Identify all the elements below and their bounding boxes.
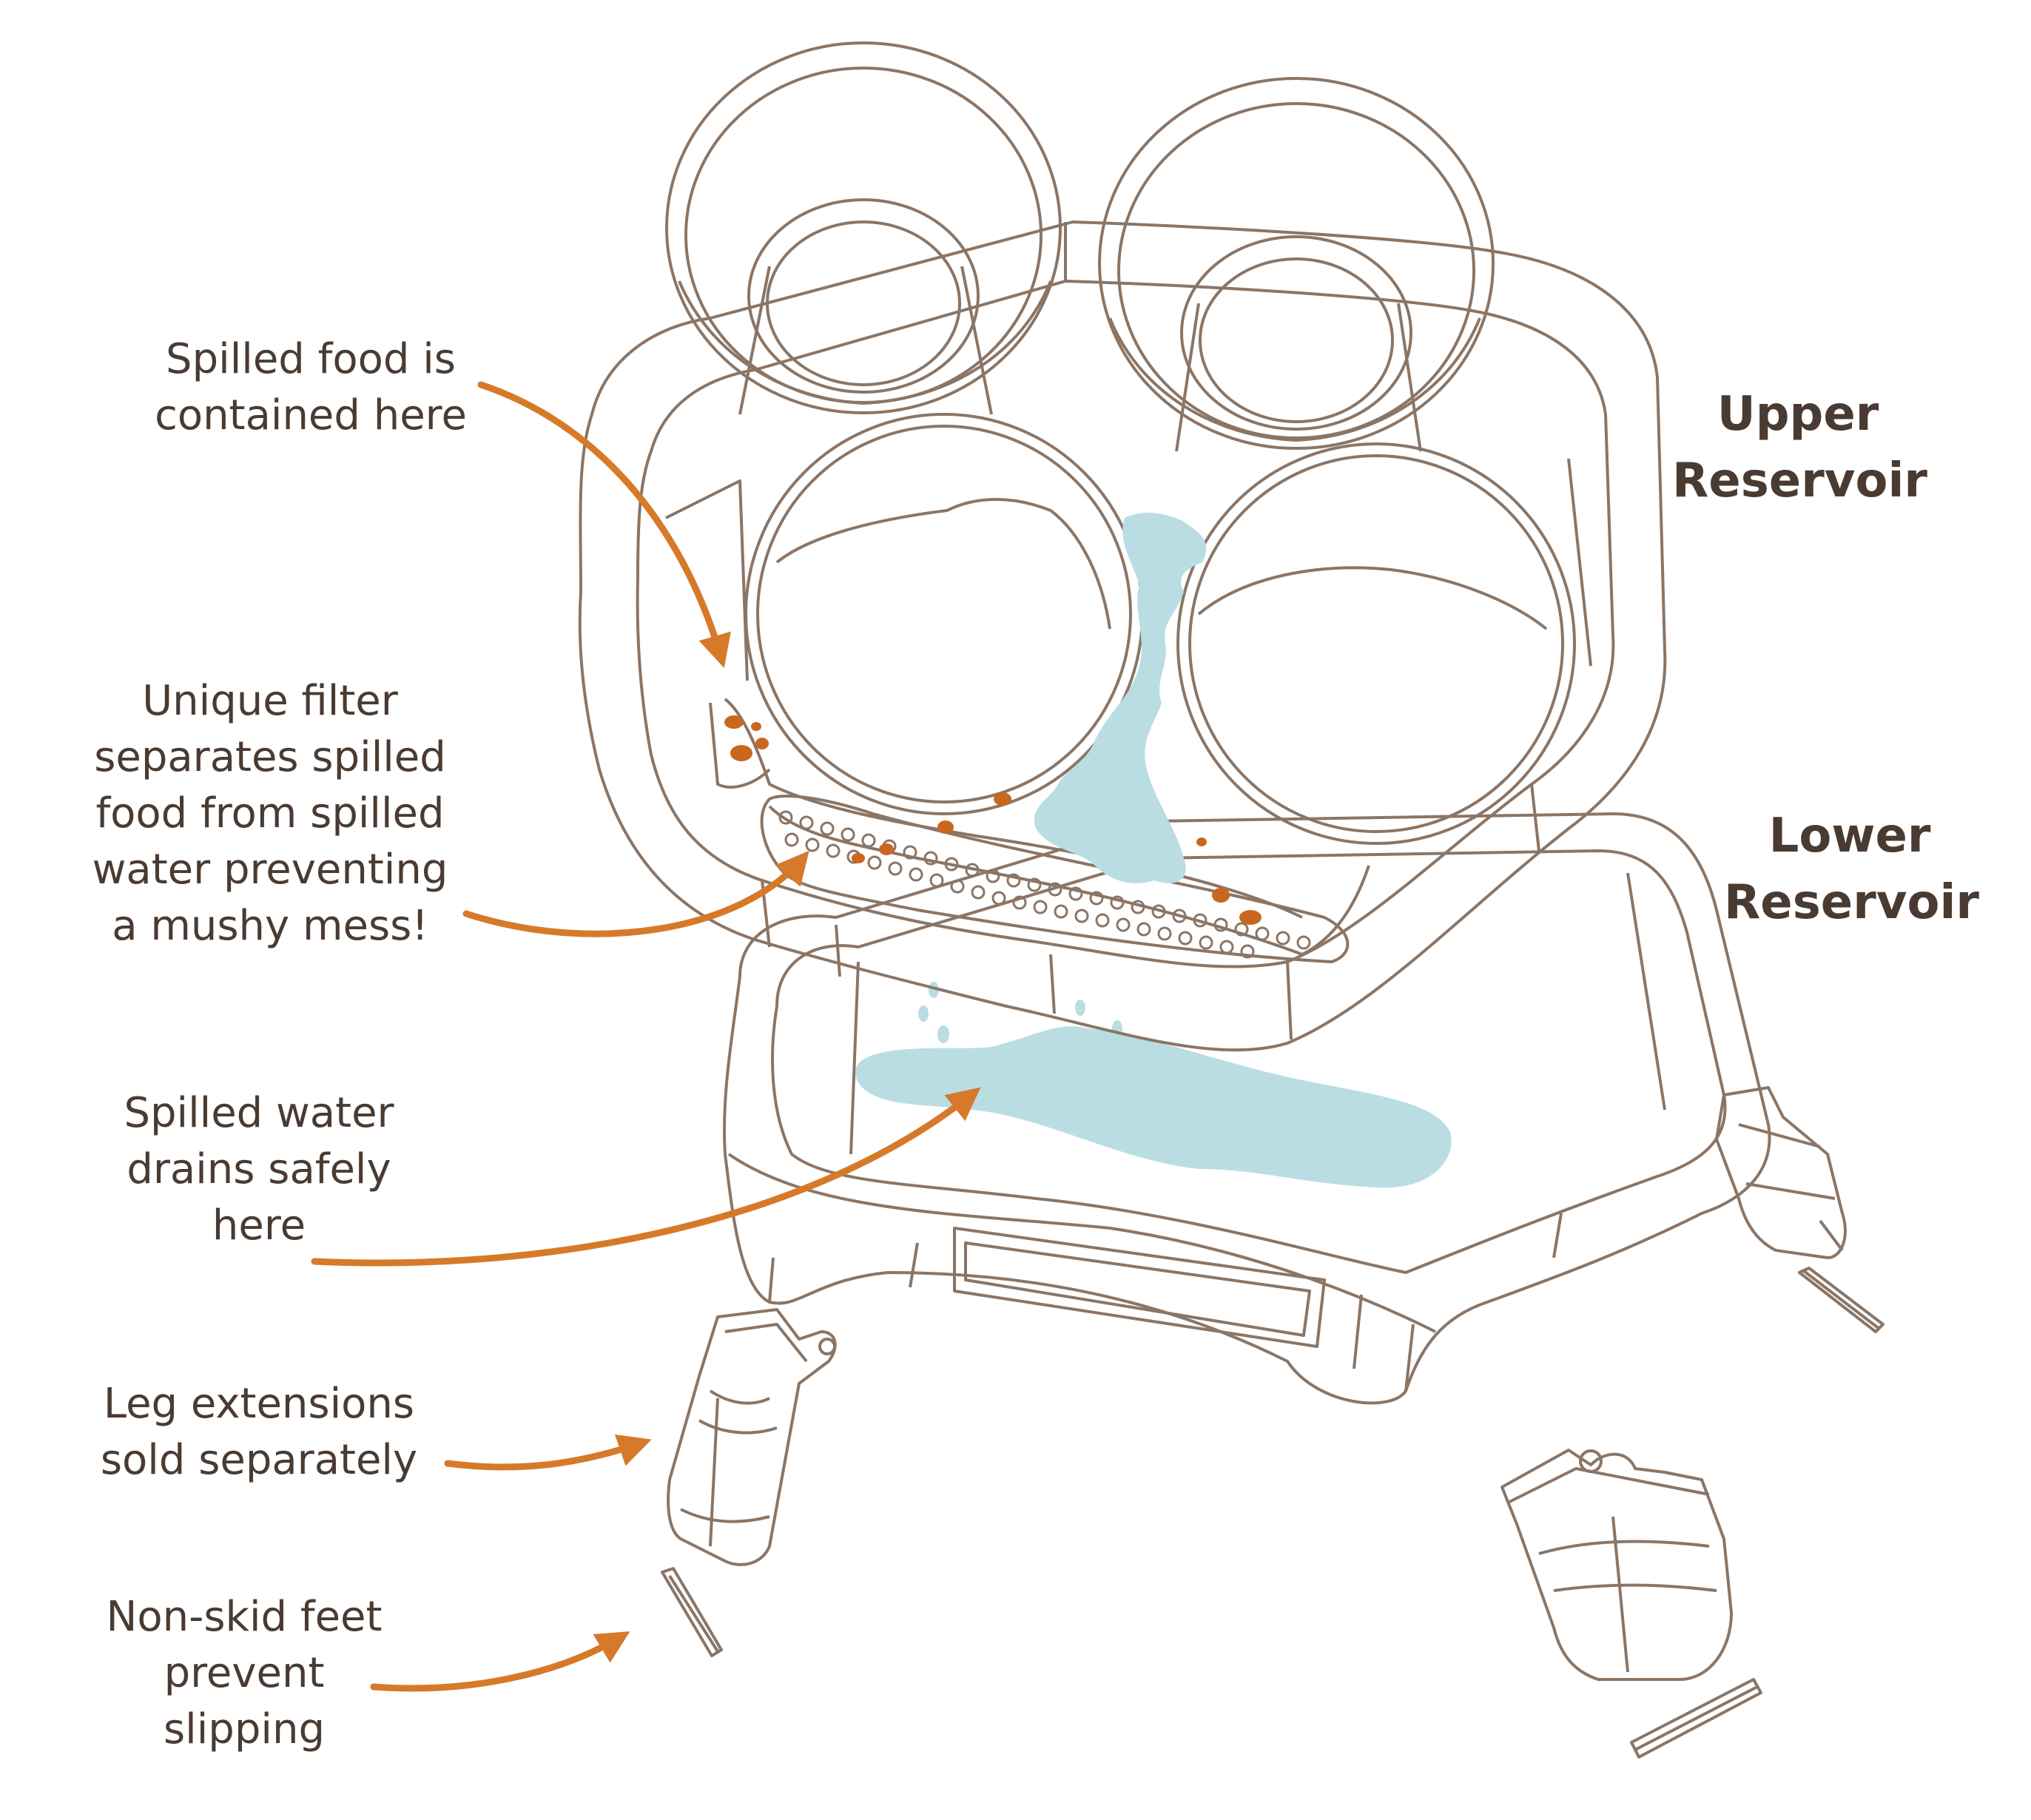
back-right-leg-extension [1715,1086,1847,1259]
leg-extensions-callout: Leg extensions sold separately [67,1376,451,1489]
filter-callout: Unique filter separates spilled food fro… [67,673,474,954]
non-skid-foot-right-back [1798,1267,1885,1333]
non-skid-foot-right-front [1630,1678,1762,1759]
spilled-water-callout: Spilled water drains safely here [81,1085,437,1254]
leg-extensions-callout-line: sold separately [100,1436,418,1484]
lower-reservoir-label: Lower Reservoir [1724,803,1979,936]
upper-reservoir-label-line: Reservoir [1672,454,1927,508]
filter-callout-line: food from spilled [95,789,445,837]
left-bowl [665,41,1062,415]
lower-water-puddle [855,1026,1452,1188]
lower-reservoir-label-line: Lower [1768,809,1931,863]
upper-water-spill [1034,513,1207,883]
callout-arrows [311,381,981,1692]
non-skid-feet-callout: Non-skid feet prevent slipping [70,1589,418,1758]
non-skid-feet-callout-line: prevent [164,1649,325,1697]
right-leg-extension [1500,1449,1733,1681]
left-leg-extension [667,1308,837,1566]
arrow-spilled-water [311,1087,981,1267]
right-bowl [1098,77,1495,452]
non-skid-feet-callout-line: slipping [164,1705,325,1753]
spilled-food-callout-line: contained here [155,391,467,439]
spilled-water-callout-line: drains safely [127,1145,391,1193]
upper-reservoir-label: Upper Reservoir [1672,381,1927,514]
filter-callout-line: separates spilled [94,733,446,781]
arrow-filter [462,850,809,937]
filter-callout-line: water preventing [92,846,448,894]
lower-reservoir-label-line: Reservoir [1724,875,1979,930]
upper-reservoir-label-line: Upper [1717,387,1879,442]
food-bits [724,715,1262,925]
spilled-food-callout-line: Spilled food is [166,335,456,383]
spilled-water-callout-line: here [212,1201,306,1250]
arrow-non-skid-feet [370,1631,630,1692]
arrow-leg-extensions [444,1434,652,1471]
spilled-water-callout-line: Spilled water [124,1089,394,1137]
lower-reservoir [723,812,1771,1405]
leg-extensions-callout-line: Leg extensions [103,1380,415,1428]
non-skid-feet-callout-line: Non-skid feet [106,1593,383,1641]
spilled-food-callout: Spilled food is contained here [111,331,511,444]
arrow-spilled-food [477,381,731,668]
filter-callout-line: Unique filter [142,677,398,725]
non-skid-foot-left [661,1567,723,1657]
filter-callout-line: a mushy mess! [112,902,428,950]
